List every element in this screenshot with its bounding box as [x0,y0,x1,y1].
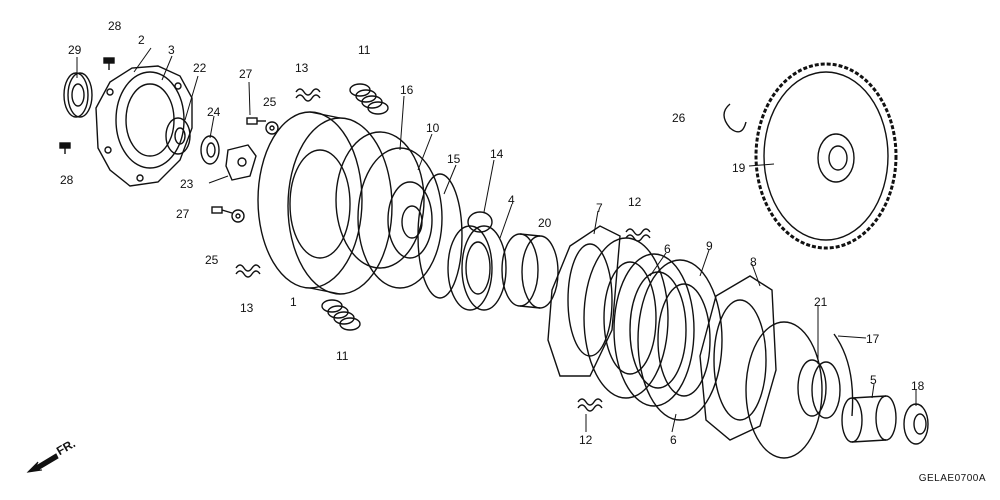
callout-26: 26 [672,111,686,125]
part-18-collar [903,403,929,445]
part-17-ring [833,333,854,417]
leader-lines [76,47,917,433]
part-13-spring-bottom [235,264,261,278]
part-2-3-cover [95,65,193,187]
part-6-friction-disc-b [637,259,723,421]
front-arrow-icon [26,453,59,473]
callout-23: 23 [180,177,194,191]
part-24-washer [200,135,220,165]
callout-7: 7 [596,201,603,215]
callout-18: 18 [911,379,925,393]
part-27-bolt-bottom [211,206,233,214]
callout-27-bottom: 27 [176,207,190,221]
callout-29: 29 [68,43,82,57]
part-7-pressure-plate [547,225,621,377]
callout-12-top: 12 [628,195,642,209]
part-10-hub [357,147,443,289]
part-12-spring-top [625,228,651,242]
callout-20: 20 [538,216,552,230]
part-26-clip [723,103,747,133]
callout-17: 17 [866,332,880,346]
part-28-bolt-bottom [59,142,71,154]
part-13-spring-top [295,88,321,102]
callout-16: 16 [400,83,414,97]
callout-25-top: 25 [263,95,277,109]
part-14-one-way [467,211,493,233]
part-25-washer-bottom [231,209,245,223]
part-19-driven-gear [754,62,898,250]
callout-2: 2 [138,33,145,47]
callout-4: 4 [508,193,515,207]
diagram-code: GELAE0700A [918,473,986,484]
part-23-lock-plate [225,144,257,181]
callout-25-bottom: 25 [205,253,219,267]
callout-13-bottom: 13 [240,301,254,315]
part-5-needle-bearing [841,395,897,443]
callout-9: 9 [706,239,713,253]
part-8-end-plate [699,275,777,441]
callout-3: 3 [168,43,175,57]
callout-6-bottom: 6 [670,433,677,447]
callout-15: 15 [447,152,461,166]
callout-6-top: 6 [664,242,671,256]
part-11-spring-top [349,83,389,115]
part-large-snap-ring [745,321,823,459]
part-20-inner-race [501,233,559,309]
part-27-bolt-top [246,117,266,125]
part-25-washer-top [265,121,279,135]
part-1-clutch-drum [257,111,393,295]
part-29-bearing [63,72,93,118]
part-9-clutch-plate [613,253,695,407]
part-21-gear [797,359,841,419]
callout-19: 19 [732,161,746,175]
callout-5: 5 [870,373,877,387]
part-12-spring-bottom [577,398,603,412]
part-4-sprag [447,225,507,311]
part-11-spring-bottom [321,299,361,331]
callout-11-bottom: 11 [336,349,349,363]
callout-27-top: 27 [239,67,253,81]
callout-14: 14 [490,147,504,161]
callout-12-bottom: 12 [579,433,593,447]
callout-10: 10 [426,121,440,135]
part-15-ring [417,173,463,299]
callout-11-top: 11 [358,43,371,57]
callout-1: 1 [290,295,297,309]
part-28-bolt-top [103,57,115,70]
callout-28-bottom: 28 [60,173,74,187]
callout-28-top: 28 [108,19,122,33]
callout-22: 22 [193,61,207,75]
callout-24: 24 [207,105,221,119]
part-6-friction-disc-a [583,237,669,399]
callout-21: 21 [814,295,828,309]
callout-13-top: 13 [295,61,309,75]
part-22-seal [165,117,191,155]
part-16-snap-ring [335,131,425,269]
callout-8: 8 [750,255,757,269]
